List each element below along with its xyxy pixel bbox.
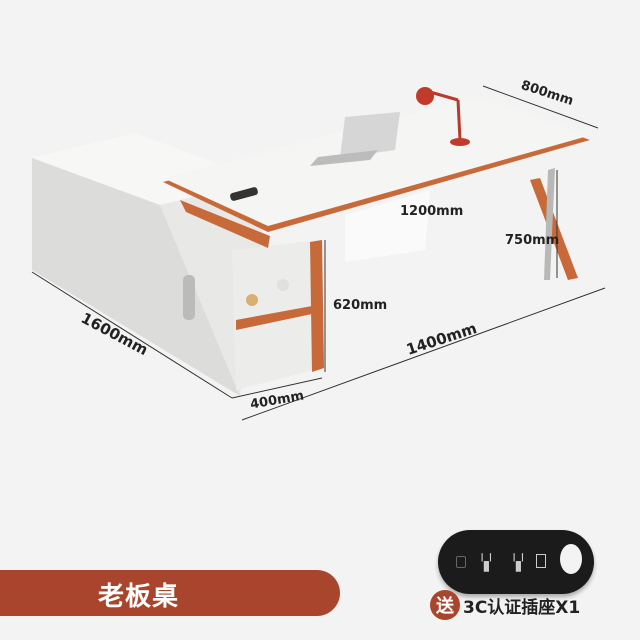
open-shelf [232,240,324,390]
dimension-cabinet-height-label: 620mm [333,298,388,313]
figurine [277,279,289,291]
dimension-inner-width-label: 1200mm [400,204,464,219]
switch-icon [456,556,466,568]
desktop [163,96,590,262]
product-title: 老板桌 [98,582,180,612]
usb-port-icon [536,554,546,568]
gift-badge: 送 [430,590,460,620]
figurine [246,294,258,306]
gift-note: 送 3C认证插座X1 [430,590,580,620]
cable-grommet [230,187,258,201]
cable-hole [560,544,582,574]
product-title-banner: 老板桌 [0,570,340,616]
gift-text: 3C认证插座X1 [463,597,581,618]
desk-lamp [416,87,470,146]
power-socket-image: ╷╷ ▮ ╷╷ ▮ [438,530,594,594]
dimension-height-label: 750mm [505,233,560,248]
laptop [310,112,400,166]
desk-legs [530,168,578,280]
vent-grille [183,275,195,320]
dimension-lines [31,85,606,421]
outlet-icon: ╷╷ ▮ [478,546,495,574]
modesty-panel [345,190,430,262]
outlet-icon: ╷╷ ▮ [510,546,527,574]
